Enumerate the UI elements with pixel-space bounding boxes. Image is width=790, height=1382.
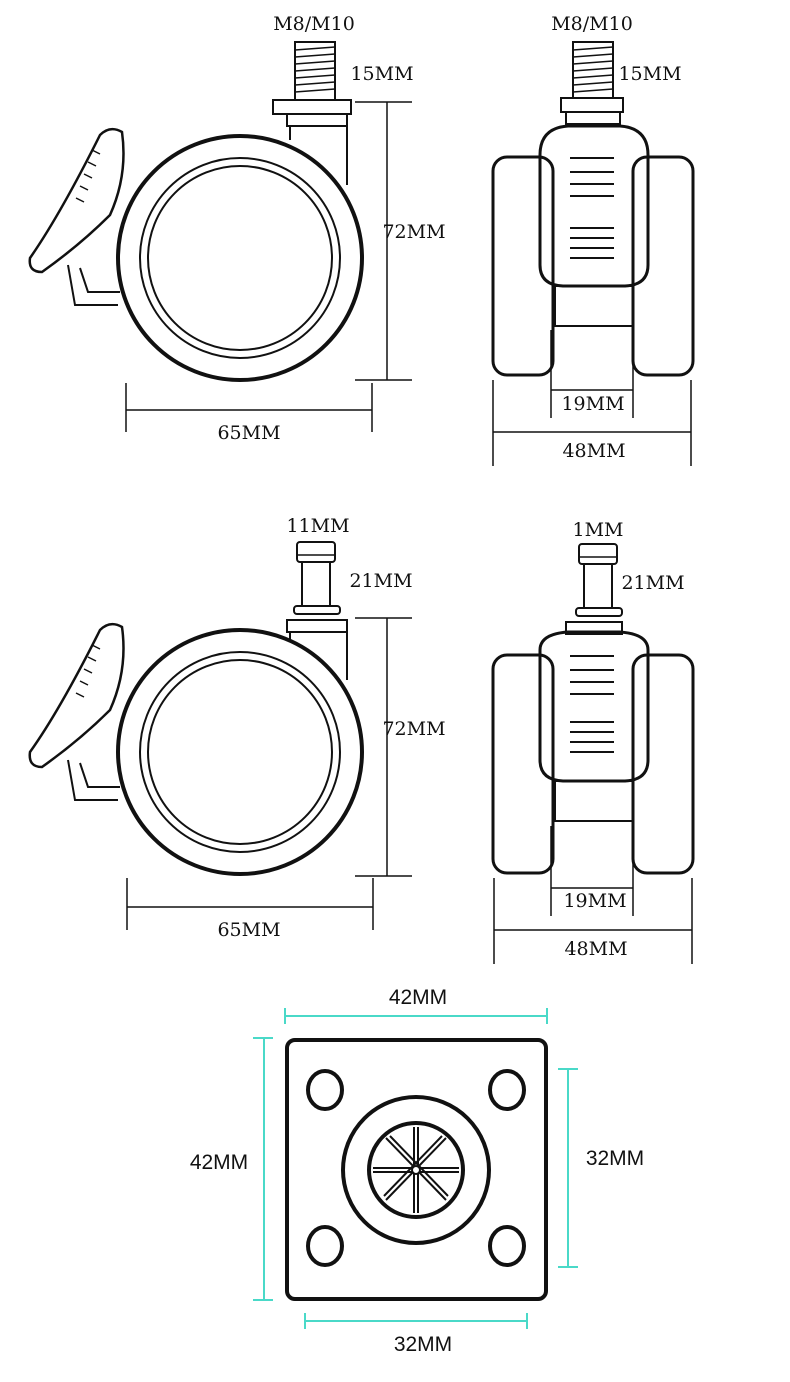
- caster-side-view-grip: 11MM 21MM 72MM 65MM: [28, 515, 446, 941]
- ring-label: 1MM: [573, 519, 624, 541]
- height-label: 72MM: [382, 718, 445, 740]
- center-pin: [411, 1165, 421, 1175]
- stem-length-label: 15MM: [618, 63, 681, 85]
- thread-label: M8/M10: [551, 13, 633, 35]
- bolt-hole-bottom-left: [306, 1225, 344, 1267]
- wheel-hub: [147, 659, 333, 845]
- wheel-right: [631, 653, 695, 875]
- wheel-left: [491, 653, 555, 875]
- height-label: 72MM: [382, 221, 445, 243]
- inner-width-label: 19MM: [563, 890, 626, 912]
- threaded-stem: [560, 41, 624, 125]
- caster-front-view-grip: 1MM 21MM 19MM 48MM: [491, 519, 695, 964]
- inner-width-label: 19MM: [561, 393, 624, 415]
- brake-pedal: [28, 622, 125, 769]
- grip-ring-stem: [565, 543, 623, 635]
- center-boss-outer: [341, 1095, 491, 1245]
- plate-left-height-label: 42MM: [190, 1151, 248, 1174]
- plate-bottom-spacing-label: 32MM: [394, 1333, 452, 1356]
- plate-top-width-label: 42MM: [389, 986, 447, 1009]
- mounting-plate: [285, 1038, 548, 1301]
- wheel-hub: [147, 165, 333, 351]
- mounting-plate-view: 42MM 42MM 32MM 32MM: [190, 986, 644, 1356]
- center-boss-inner: [367, 1121, 465, 1219]
- width-label: 48MM: [562, 440, 625, 462]
- caster-front-view-threaded: M8/M10 15MM 19MM 48MM: [491, 13, 695, 466]
- housing: [538, 630, 650, 783]
- width-label: 48MM: [564, 938, 627, 960]
- stem-length-label: 15MM: [350, 63, 413, 85]
- housing: [538, 124, 650, 288]
- stem-length-label: 21MM: [621, 572, 684, 594]
- plate-right-spacing-label: 32MM: [586, 1147, 644, 1170]
- ring-label: 11MM: [286, 515, 349, 537]
- wheel-outer: [116, 134, 364, 382]
- caster-side-view-threaded: M8/M10 15MM 72MM 65MM: [28, 13, 446, 444]
- bolt-hole-top-left: [306, 1069, 344, 1111]
- bolt-hole-top-right: [488, 1069, 526, 1111]
- threaded-stem: [272, 41, 352, 185]
- wheel-left: [491, 155, 555, 377]
- thread-label: M8/M10: [273, 13, 355, 35]
- bolt-hole-bottom-right: [488, 1225, 526, 1267]
- wheel-outer: [116, 628, 364, 876]
- grip-ring-stem: [286, 541, 348, 680]
- stem-length-label: 21MM: [349, 570, 412, 592]
- brake-pedal: [28, 127, 125, 274]
- plate-dimension-lines: [253, 1008, 578, 1329]
- width-label: 65MM: [217, 422, 280, 444]
- width-label: 65MM: [217, 919, 280, 941]
- wheel-right: [631, 155, 695, 377]
